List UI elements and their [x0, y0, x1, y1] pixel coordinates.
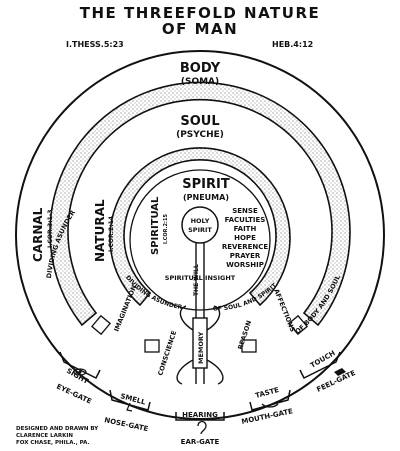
- credit-line3: FOX CHASE, PHILA., PA.: [16, 440, 90, 446]
- spirit-band: [109, 147, 291, 307]
- memory-box: [192, 317, 208, 369]
- spirit-inner-label: SPIRIT: [188, 226, 212, 234]
- eye-icon: [73, 368, 87, 376]
- nose-icon: [126, 402, 133, 412]
- taste-gate-chamber: [249, 389, 291, 411]
- scripture-reference-right: HEB.4:12: [272, 40, 314, 49]
- conscience-label: CONSCIENCE: [156, 330, 178, 377]
- scripture-reference-left: I.THESS.5:23: [66, 40, 124, 49]
- holy-spirit-circle: [181, 206, 219, 244]
- reason-box: [241, 339, 257, 353]
- spiritual-insight-text: SPIRITUAL INSIGHT: [165, 274, 236, 282]
- spirit-label: SPIRIT: [182, 177, 230, 192]
- nose-gate-label: NOSE-GATE: [104, 416, 150, 433]
- spiritual-ref-label: I.COR.2:15: [163, 214, 169, 244]
- imagination-box: [90, 314, 112, 336]
- eye-pupil-icon: [78, 370, 82, 374]
- smell-label: SMELL: [119, 392, 146, 407]
- body-circle: [15, 50, 385, 420]
- natural-ref-label: I.COR.2:14: [108, 216, 115, 252]
- memory-label: MEMORY: [197, 331, 205, 364]
- hearing-label: HEARING: [182, 411, 218, 419]
- mouth-gate-label: MOUTH-GATE: [241, 407, 294, 426]
- body-greek-label: (SOMA): [181, 77, 219, 87]
- faculty-prayer: PRAYER: [230, 252, 261, 260]
- carnal-label: CARNAL: [31, 207, 45, 262]
- smell-gate-chamber: [109, 389, 151, 411]
- ear-gate-label: EAR-GATE: [181, 438, 220, 446]
- credit-line2: CLARENCE LARKIN: [16, 433, 74, 439]
- of-body-and-soul-text: OF BODY AND SOUL: [294, 274, 342, 336]
- faculty-reverence: REVERENCE: [222, 243, 269, 251]
- body-label: BODY: [180, 61, 221, 76]
- the-will-text: THE WILL: [193, 264, 200, 296]
- soul-label: SOUL: [180, 114, 219, 129]
- carnal-ref-label: I.COR.3:1-3: [47, 210, 54, 248]
- touch-label: TOUCH: [309, 349, 337, 370]
- faculty-hope: HOPE: [234, 234, 256, 242]
- eye-gate-label: EYE-GATE: [55, 383, 93, 406]
- hand-icon: [334, 368, 346, 376]
- imagination-label: IMAGINATION: [112, 284, 138, 333]
- hearing-gate-chamber: [175, 412, 225, 421]
- affections-label: AFFECTIONS: [272, 288, 297, 334]
- taste-label: TASTE: [254, 386, 280, 400]
- touch-gate-chamber: [299, 351, 341, 380]
- faculty-worship: WORSHIP: [226, 261, 264, 269]
- natural-label: NATURAL: [93, 199, 107, 262]
- soul-greek-label: (PSYCHE): [176, 130, 224, 140]
- holy-label: HOLY: [191, 217, 210, 225]
- sight-gate-chamber: [59, 351, 101, 380]
- spirit-greek-label: (PNEUMA): [183, 193, 229, 202]
- soul-band: [49, 81, 351, 327]
- mouth-icon: [261, 403, 279, 408]
- affections-box: [287, 314, 309, 336]
- diagram-title-line2: OF MAN: [161, 20, 239, 38]
- spiritual-label: SPIRITUAL: [150, 196, 161, 255]
- ear-icon: [197, 420, 207, 435]
- faculty-faculties: FACULTIES: [225, 216, 266, 224]
- faculty-sense: SENSE: [232, 207, 258, 215]
- faculty-faith: FAITH: [234, 225, 257, 233]
- credit-line1: DESIGNED AND DRAWN BY: [16, 426, 99, 432]
- conscience-box: [144, 339, 160, 353]
- diagram-title-line1: THE THREEFOLD NATURE: [79, 4, 321, 22]
- will-scroll-ornament: [176, 305, 224, 385]
